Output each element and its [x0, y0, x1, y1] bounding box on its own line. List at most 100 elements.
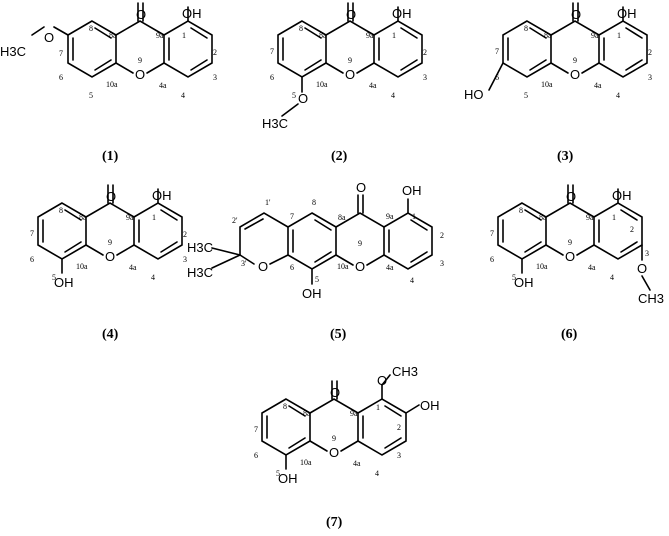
position-number: 10a [76, 262, 88, 271]
position-number: 5 [292, 91, 296, 100]
compound-4: OH O O OH 8 7 6 5 8a 9 9a 1 2 3 4 4a 10a… [30, 184, 187, 342]
position-number: 5 [52, 273, 56, 282]
compound-caption: (2) [331, 149, 348, 164]
position-number: 7 [270, 47, 274, 56]
position-number: 10a [316, 80, 328, 89]
position-number: 7 [30, 229, 34, 238]
position-number: 3 [440, 259, 444, 268]
atom-oh: OH [54, 275, 74, 290]
position-number: 9a [156, 31, 164, 40]
position-number: 9 [138, 56, 142, 65]
position-number: 7 [59, 49, 63, 58]
position-number: 2 [630, 225, 634, 234]
position-number: 9a [591, 31, 599, 40]
atom-oh: OH [392, 6, 412, 21]
position-number: 6 [490, 255, 494, 264]
atom-oh: OH [402, 183, 422, 198]
atom-methoxy-o: O [44, 30, 54, 45]
position-number: 4 [391, 91, 395, 100]
position-number: 4a [353, 459, 361, 468]
position-number: 2 [648, 48, 652, 57]
position-number: 1 [412, 212, 416, 221]
compound-caption: (4) [102, 327, 119, 342]
position-number: 9a [366, 31, 374, 40]
position-number: 3' [241, 259, 247, 268]
position-number: 8 [519, 206, 523, 215]
position-number: 4 [151, 273, 155, 282]
atom-carbonyl-o: O [136, 7, 146, 22]
atom-ring-o: O [355, 259, 365, 274]
position-number: 3 [648, 73, 652, 82]
atom-carbonyl-o: O [106, 189, 116, 204]
atom-methyl: H3C [262, 116, 288, 131]
atom-oh: OH [152, 188, 172, 203]
atom-ring-o: O [105, 249, 115, 264]
atom-oh: OH [617, 6, 637, 21]
position-number: 3 [397, 451, 401, 460]
position-number: 10a [300, 458, 312, 467]
position-number: 1' [265, 198, 271, 207]
atom-carbonyl-o: O [346, 7, 356, 22]
position-number: 6 [59, 73, 63, 82]
position-number: 5 [89, 91, 93, 100]
position-number: 4a [588, 263, 596, 272]
atom-methyl: H3C [0, 44, 26, 59]
atom-methoxy-o: O [637, 261, 647, 276]
position-number: 1 [612, 213, 616, 222]
atom-oh: OH [182, 6, 202, 21]
position-number: 2 [183, 230, 187, 239]
atom-methyl: H3C [187, 240, 213, 255]
compound-caption: (5) [330, 327, 347, 342]
position-number: 8 [312, 198, 316, 207]
position-number: 4 [616, 91, 620, 100]
atom-methyl: H3C [187, 265, 213, 280]
position-number: 8 [283, 402, 287, 411]
atom-ring-o: O [329, 445, 339, 460]
position-number: 8 [89, 24, 93, 33]
compound-caption: (7) [326, 515, 343, 530]
position-number: 2' [232, 216, 238, 225]
position-number: 3 [645, 249, 649, 258]
position-number: 8a [544, 31, 552, 40]
position-number: 5 [524, 91, 528, 100]
position-number: 4 [610, 273, 614, 282]
compound-caption: (3) [557, 149, 574, 164]
position-number: 8a [338, 213, 346, 222]
position-number: 10a [541, 80, 553, 89]
position-number: 2 [423, 48, 427, 57]
position-number: 5 [276, 469, 280, 478]
atom-oh: OH [612, 188, 632, 203]
position-number: 4a [369, 81, 377, 90]
atom-methyl: CH3 [392, 364, 418, 379]
position-number: 4a [129, 263, 137, 272]
atom-oh: OH [420, 398, 440, 413]
compound-caption: (6) [561, 327, 578, 342]
position-number: 7 [490, 229, 494, 238]
position-number: 3 [213, 73, 217, 82]
compound-6: OH O O OH O CH3 8 7 6 5 8a 9 9a 1 2 3 4 … [490, 184, 664, 342]
position-number: 5 [512, 273, 516, 282]
position-number: 4a [159, 81, 167, 90]
compound-1: OH O O H3C O 8 9 9a 1 2 3 4 4a 10a 5 6 7… [0, 2, 217, 164]
atom-pyran-o: O [258, 259, 268, 274]
compound-caption: (1) [102, 149, 119, 164]
position-number: 7 [495, 47, 499, 56]
position-number: 4 [181, 91, 185, 100]
position-number: 3 [183, 255, 187, 264]
position-number: 6 [495, 73, 499, 82]
atom-methyl: CH3 [638, 291, 664, 306]
position-number: 6 [290, 263, 294, 272]
position-number: 9 [568, 238, 572, 247]
position-number: 2 [440, 231, 444, 240]
atom-ring-o: O [570, 67, 580, 82]
position-number: 9a [126, 213, 134, 222]
position-number: 4a [594, 81, 602, 90]
position-number: 9a [350, 409, 358, 418]
atom-ho: HO [464, 87, 484, 102]
atom-carbonyl-o: O [566, 189, 576, 204]
position-number: 8a [79, 213, 87, 222]
position-number: 4 [375, 469, 379, 478]
position-number: 1 [182, 31, 186, 40]
position-number: 1 [392, 31, 396, 40]
